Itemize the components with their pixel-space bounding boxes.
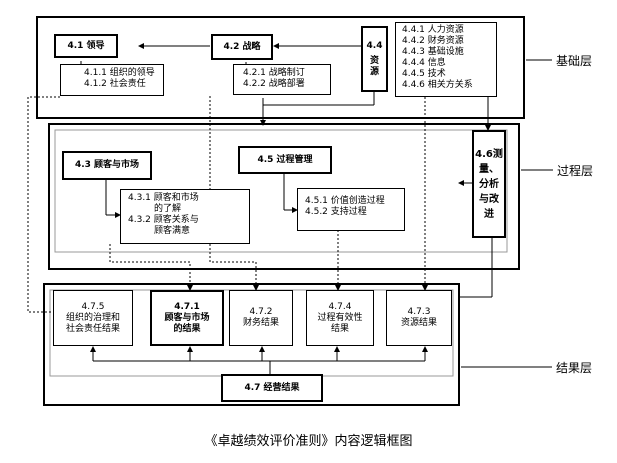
customer-market-items: 4.3.1 顾客和市场 的了解 4.3.2 顾客关系与 顾客满意 [120, 189, 250, 244]
financial-result-num: 4.7.2 [249, 307, 273, 317]
resources-number: 4.4 [366, 40, 383, 51]
resources-items: 4.4.1 人力资源 4.4.2 财务资源 4.4.3 基础设施 4.4.4 信… [395, 22, 497, 97]
customer-result-num: 4.7.1 [174, 301, 200, 312]
resources-item-1: 4.4.1 人力资源 [402, 25, 464, 35]
process-effectiveness-result-line-2: 结果 [330, 323, 349, 334]
measurement-line-2: 量、 [479, 163, 499, 175]
process-management-title: 4.5 过程管理 [257, 154, 313, 165]
strategy-item-1: 4.2.1 战略制订 [243, 68, 305, 78]
governance-result-line-2: 社会责任结果 [65, 323, 120, 334]
customer-market-item-1b: 的了解 [154, 204, 182, 214]
resources-title-box: 4.4 资 源 [361, 26, 388, 92]
customer-market-item-1a: 4.3.1 顾客和市场 [128, 193, 199, 203]
resource-result-box: 4.7.3 资源结果 [386, 290, 452, 346]
resource-result-num: 4.7.3 [407, 307, 431, 317]
process-effectiveness-result-box: 4.7.4 过程有效性 结果 [306, 290, 374, 346]
leadership-box: 4.1 领导 [54, 34, 118, 58]
resources-item-5: 4.4.5 技术 [402, 69, 446, 79]
leadership-items: 4.1.1 组织的领导 4.1.2 社会责任 [60, 64, 164, 96]
process-management-box: 4.5 过程管理 [238, 146, 332, 174]
customer-market-box: 4.3 顾客与市场 [62, 151, 152, 180]
financial-result-box: 4.7.2 财务结果 [229, 290, 293, 346]
business-results-title: 4.7 经营结果 [244, 382, 300, 393]
process-management-item-2: 4.5.2 支持过程 [305, 207, 367, 217]
diagram-caption: 《卓越绩效评价准则》内容逻辑框图 [204, 434, 413, 449]
customer-result-box: 4.7.1 顾客与市场 的结果 [150, 290, 224, 346]
measurement-line-4: 与改 [479, 193, 499, 205]
measurement-line-5: 进 [484, 208, 494, 220]
process-layer-label: 过程层 [557, 164, 594, 178]
customer-result-line-2: 的结果 [173, 323, 201, 334]
business-results-box: 4.7 经营结果 [221, 374, 323, 402]
strategy-item-2: 4.2.2 战略部署 [243, 79, 305, 89]
governance-result-box: 4.7.5 组织的治理和 社会责任结果 [53, 290, 133, 346]
governance-result-num: 4.7.5 [81, 301, 105, 312]
process-inner-frame [54, 129, 508, 253]
result-layer-label: 结果层 [556, 361, 593, 375]
process-layer-frame [48, 123, 520, 270]
foundation-layer-frame [36, 16, 525, 119]
process-effectiveness-result-line-1: 过程有效性 [317, 312, 363, 323]
process-effectiveness-result-num: 4.7.4 [328, 301, 352, 312]
customer-result-line-1: 顾客与市场 [164, 312, 210, 323]
customer-market-item-2b: 顾客满意 [154, 226, 191, 236]
measurement-line-1: 4.6测 [475, 148, 503, 160]
resources-char-1: 资 [369, 55, 379, 66]
leadership-item-1: 4.1.1 组织的领导 [84, 68, 155, 78]
governance-result-line-1: 组织的治理和 [65, 312, 120, 323]
strategy-title: 4.2 战略 [223, 41, 261, 52]
customer-market-title: 4.3 顾客与市场 [74, 160, 140, 170]
measurement-analysis-box: 4.6测 量、 分析 与改 进 [472, 130, 506, 238]
resource-result-line-1: 资源结果 [400, 318, 437, 328]
strategy-box: 4.2 战略 [211, 34, 273, 60]
resources-item-3: 4.4.3 基础设施 [402, 47, 464, 57]
resources-item-6: 4.4.6 相关方关系 [402, 80, 473, 90]
process-management-items: 4.5.1 价值创造过程 4.5.2 支持过程 [297, 188, 405, 231]
leadership-item-2: 4.1.2 社会责任 [84, 79, 146, 89]
resources-item-2: 4.4.2 财务资源 [402, 36, 464, 46]
process-management-item-1: 4.5.1 价值创造过程 [305, 196, 385, 206]
leadership-title: 4.1 领导 [67, 40, 105, 51]
customer-market-item-2a: 4.3.2 顾客关系与 [128, 215, 199, 225]
resources-item-4: 4.4.4 信息 [402, 58, 446, 68]
resources-char-2: 源 [369, 66, 379, 77]
foundation-layer-label: 基础层 [556, 54, 593, 68]
strategy-items: 4.2.1 战略制订 4.2.2 战略部署 [233, 64, 331, 95]
measurement-line-3: 分析 [479, 178, 499, 190]
financial-result-line-1: 财务结果 [242, 318, 279, 328]
result-layer-frame [43, 283, 460, 406]
